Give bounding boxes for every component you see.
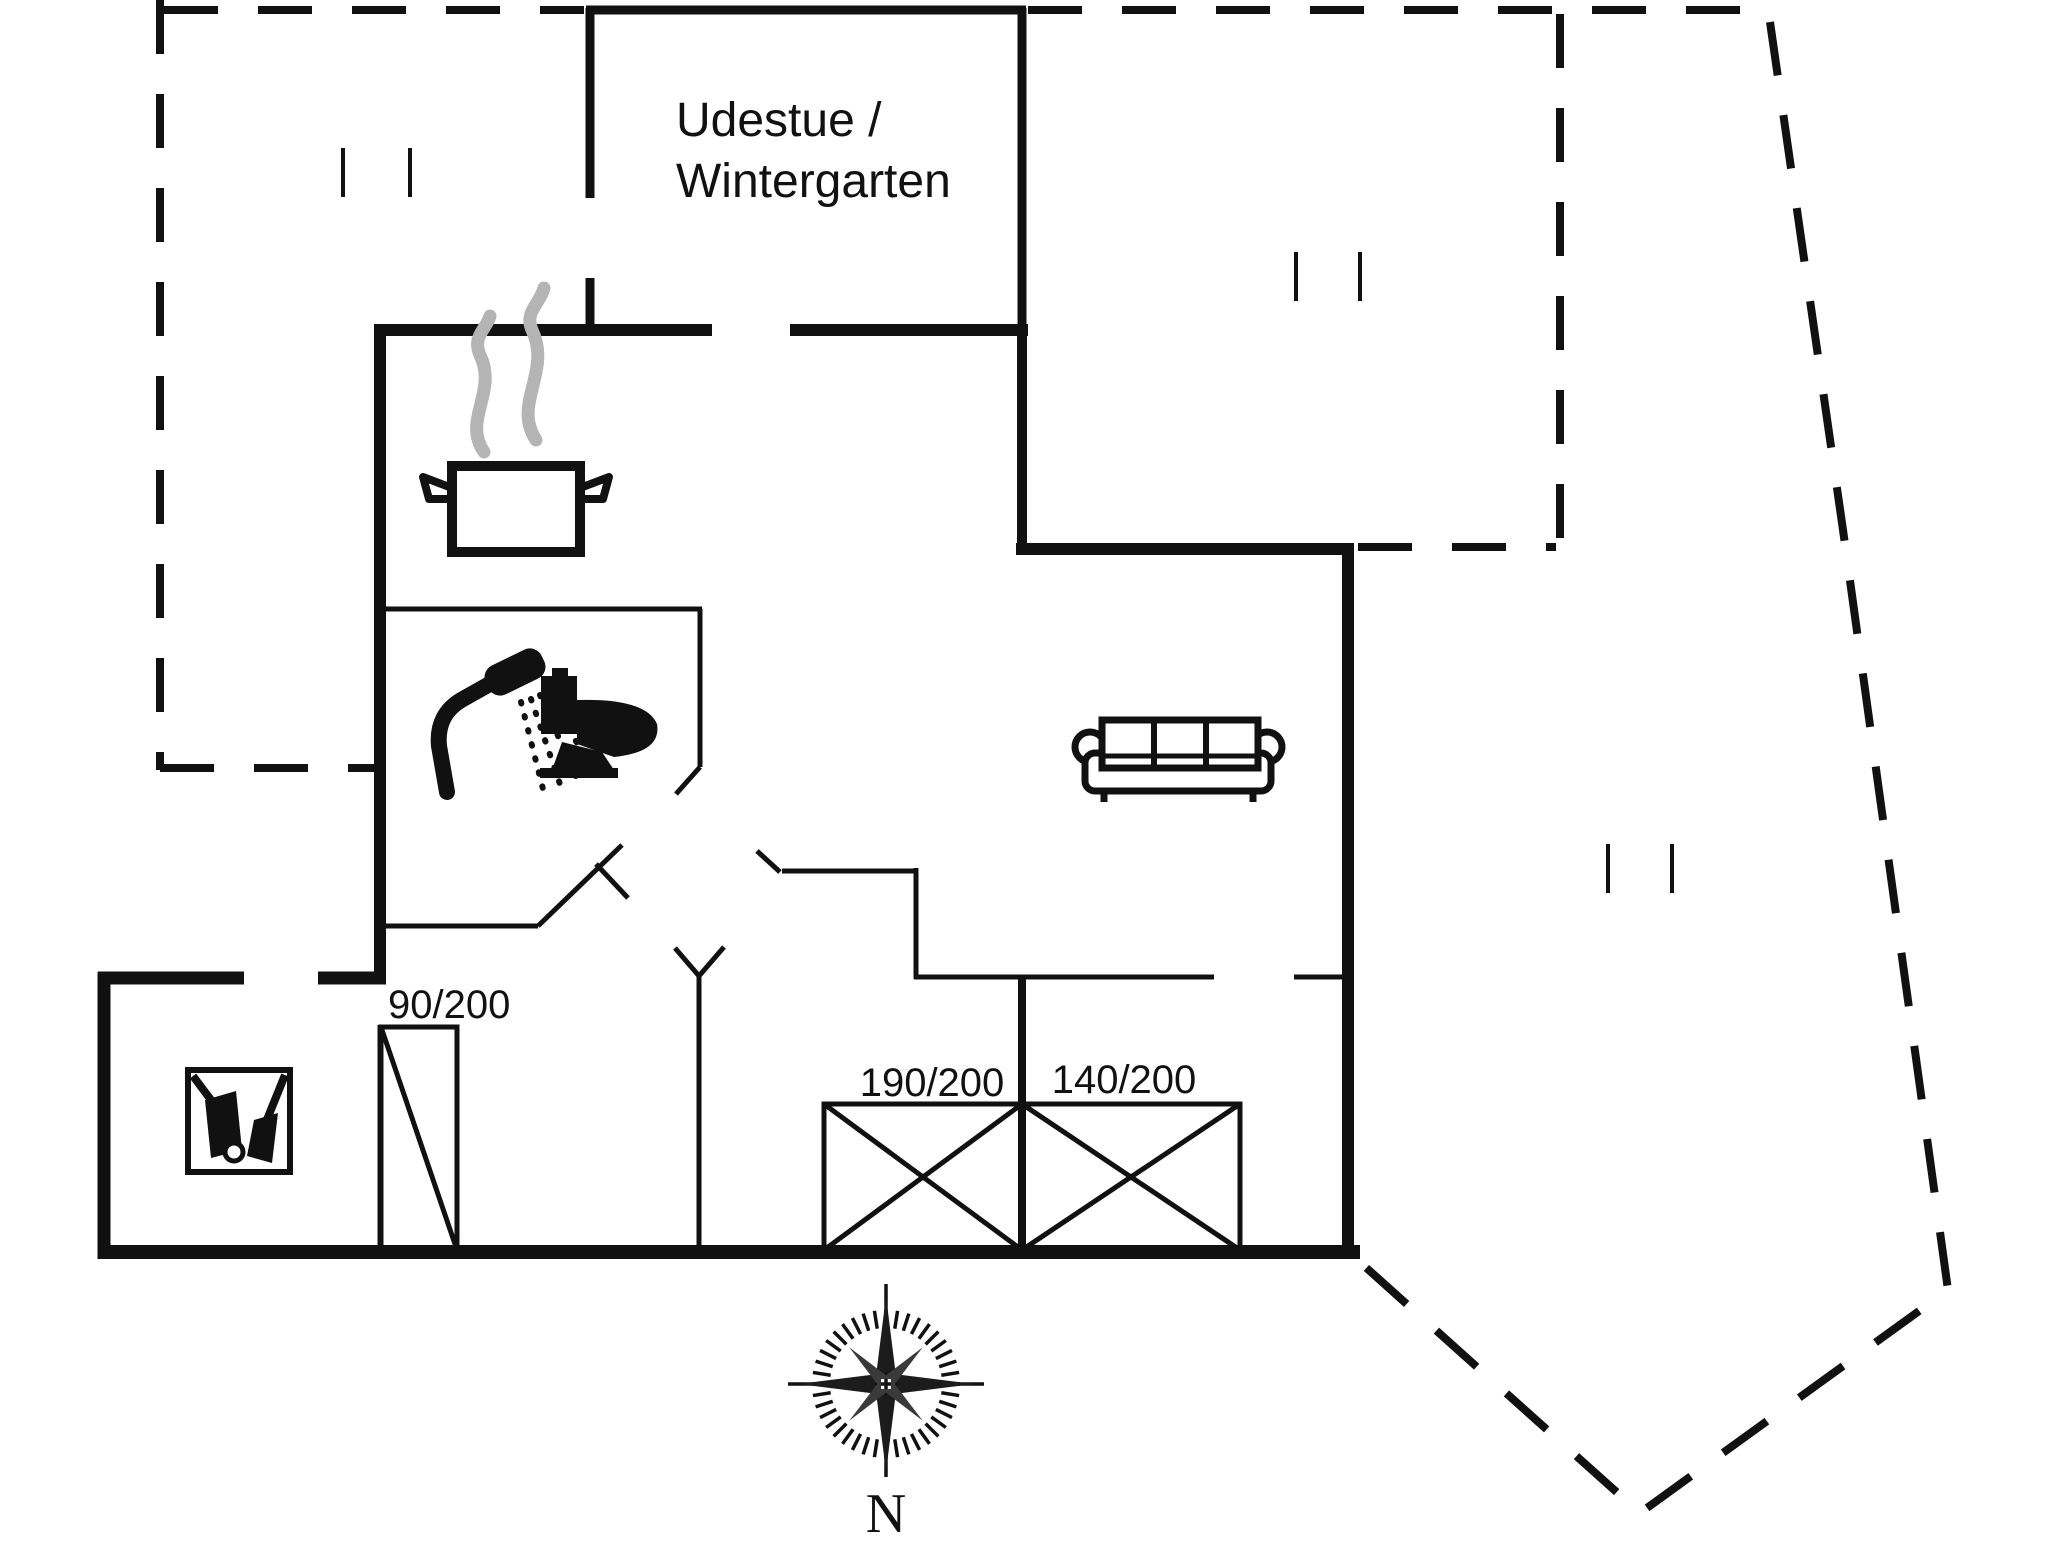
compass-tick bbox=[938, 1399, 957, 1409]
compass-tick bbox=[941, 1370, 960, 1377]
door-swing-line bbox=[697, 945, 726, 978]
compass-tick bbox=[832, 1330, 848, 1346]
compass-tick bbox=[819, 1407, 837, 1420]
compass-tick bbox=[841, 1323, 855, 1340]
door-swings bbox=[536, 765, 782, 978]
terrace-and-plot-boundary bbox=[156, 0, 1953, 1519]
beds bbox=[378, 1024, 1243, 1253]
compass-tick bbox=[917, 1428, 931, 1445]
compass-tick bbox=[861, 1436, 871, 1455]
room-label-line2: Wintergarten bbox=[676, 155, 951, 208]
bed-size-140x200: 140/200 bbox=[1052, 1058, 1197, 1102]
compass-tick bbox=[935, 1407, 953, 1420]
door-swing-line bbox=[536, 843, 624, 928]
compass-tick bbox=[872, 1310, 879, 1329]
compass-tick bbox=[924, 1422, 940, 1438]
compass-tick bbox=[901, 1313, 911, 1332]
door-swing-line bbox=[674, 765, 702, 796]
compass-tick bbox=[941, 1391, 960, 1398]
interior-walls bbox=[377, 606, 1350, 1252]
compass-tick bbox=[935, 1348, 953, 1361]
compass-tick bbox=[841, 1428, 855, 1445]
compass-tick bbox=[815, 1359, 834, 1369]
compass-tick bbox=[812, 1370, 831, 1377]
compass-tick bbox=[815, 1399, 834, 1409]
compass-tick bbox=[909, 1317, 922, 1335]
plot-boundary-dashed bbox=[1359, 21, 1953, 1519]
compass-tick bbox=[825, 1339, 842, 1353]
window-ticks bbox=[341, 148, 1674, 893]
sofa-icon bbox=[1071, 716, 1286, 802]
compass-tick bbox=[850, 1433, 863, 1451]
door-swing-line bbox=[673, 946, 701, 978]
compass-tick bbox=[893, 1310, 900, 1329]
bed-outline bbox=[1019, 1101, 1243, 1253]
compass-tick bbox=[861, 1313, 871, 1332]
compass-tick bbox=[917, 1323, 931, 1340]
compass-tick bbox=[901, 1436, 911, 1455]
compass-tick bbox=[819, 1348, 837, 1361]
bed-diagonal bbox=[822, 1101, 1024, 1253]
compass-tick bbox=[832, 1422, 848, 1438]
compass-tick bbox=[909, 1433, 922, 1451]
bed-size-190x200: 190/200 bbox=[860, 1061, 1005, 1105]
toilet-icon bbox=[540, 668, 658, 778]
door-swing-line bbox=[594, 862, 630, 900]
door-swing-line bbox=[755, 849, 782, 874]
bed-size-90x200: 90/200 bbox=[388, 983, 510, 1027]
cleaning-equipment-icon bbox=[185, 1067, 293, 1175]
compass-tick bbox=[812, 1391, 831, 1398]
compass-tick bbox=[825, 1415, 842, 1429]
compass-tick bbox=[850, 1317, 863, 1335]
bed-diagonal bbox=[1020, 1101, 1242, 1253]
cooking-pot-icon bbox=[419, 461, 613, 557]
compass-tick bbox=[893, 1439, 900, 1458]
bed-outline bbox=[378, 1024, 460, 1253]
plan-labels: Udestue / Wintergarten 90/200 190/200 140/20… bbox=[388, 94, 1197, 1541]
compass-tick bbox=[930, 1339, 947, 1353]
compass-tick bbox=[938, 1359, 957, 1369]
room-label-line1: Udestue / bbox=[676, 94, 882, 147]
compass-tick bbox=[924, 1330, 940, 1346]
compass-tick bbox=[930, 1415, 947, 1429]
bed-diagonal bbox=[378, 1026, 460, 1251]
compass-tick bbox=[872, 1439, 879, 1458]
compass-north-label: N bbox=[866, 1483, 906, 1536]
steam-icon bbox=[470, 281, 551, 459]
compass-rose-icon bbox=[788, 1284, 984, 1477]
